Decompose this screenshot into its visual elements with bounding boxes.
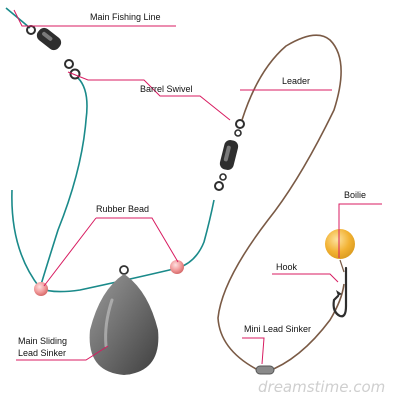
lower-barrel-swivel xyxy=(214,119,245,191)
main-sliding-lead-sinker xyxy=(89,265,159,375)
upper-barrel-swivel xyxy=(26,25,81,80)
label-leader: Leader xyxy=(282,76,310,86)
watermark-text: dreamstime.com xyxy=(258,378,385,396)
hook-barb xyxy=(336,290,342,296)
label-hook: Hook xyxy=(276,262,298,272)
label-mini-lead-sinker: Mini Lead Sinker xyxy=(244,324,311,334)
mini-lead-sinker xyxy=(255,365,275,375)
label-main-sliding-lead-sinker-line2: Lead Sinker xyxy=(18,348,66,358)
fishing-hook xyxy=(332,266,348,318)
label-main-sliding-lead-sinker-line1: Main Sliding xyxy=(18,336,67,346)
label-rubber-bead: Rubber Bead xyxy=(96,204,149,214)
callout-lines xyxy=(13,9,382,365)
hair-rig xyxy=(339,259,345,273)
main-fishing-line xyxy=(5,7,215,293)
rubber-bead-right xyxy=(170,260,184,274)
label-main-fishing-line: Main Fishing Line xyxy=(90,12,161,22)
leader-line xyxy=(217,34,345,373)
label-boilie: Boilie xyxy=(344,190,366,200)
boilie-bait xyxy=(325,229,355,259)
label-barrel-swivel: Barrel Swivel xyxy=(140,84,193,94)
